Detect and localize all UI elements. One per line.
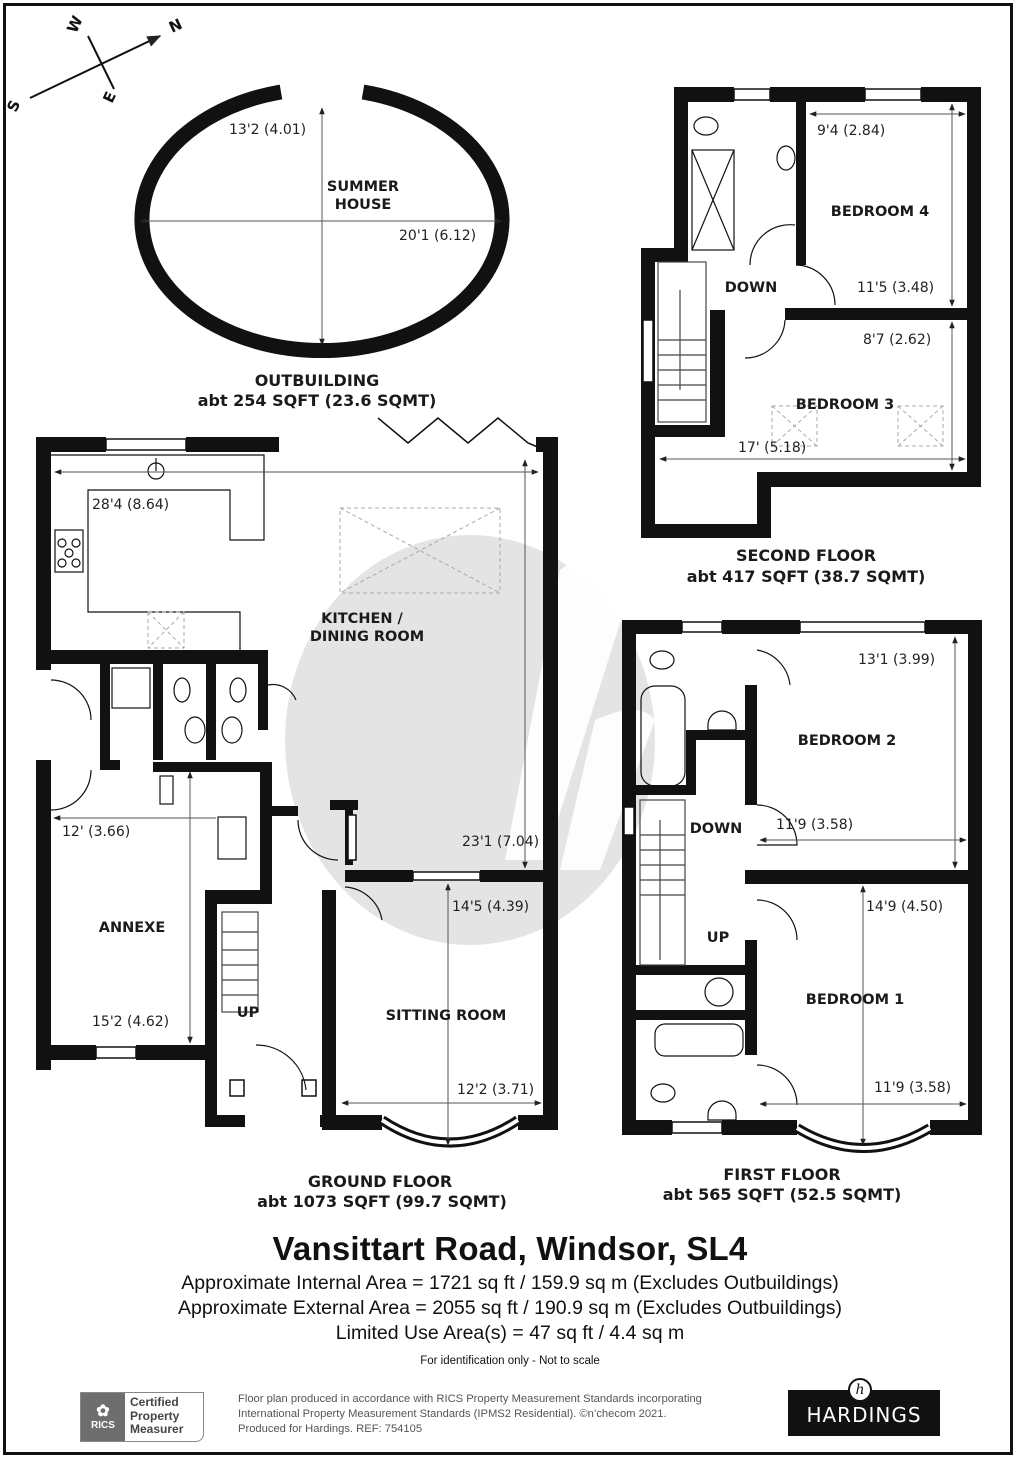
- dim-summer-house-depth: 13'2 (4.01): [229, 122, 306, 138]
- compass-north: N: [166, 15, 185, 37]
- outbuilding-caption-area: abt 254 SQFT (23.6 SQMT): [198, 391, 437, 410]
- kitchen-counters: [51, 454, 265, 650]
- first-floor-fixtures: [639, 649, 798, 1121]
- external-area: Approximate External Area = 2055 sq ft /…: [178, 1297, 842, 1319]
- dim-bedroom3-width: 17' (5.18): [738, 440, 806, 456]
- footer-note-line: Produced for Hardings. REF: 754105: [238, 1423, 423, 1435]
- first-floor-walls: [622, 620, 982, 1135]
- rics-logo-text: RICS: [91, 1419, 115, 1431]
- dim-summer-house-width: 20'1 (6.12): [399, 228, 476, 244]
- room-label-summer-house: SUMMER: [327, 179, 399, 195]
- hardings-h-icon: h: [848, 1378, 872, 1402]
- dim-bedroom1-depth: 14'9 (4.50): [866, 899, 943, 915]
- hot-water-cylinder-icon: [704, 977, 734, 1007]
- dim-bedroom4-width: 9'4 (2.84): [817, 123, 885, 139]
- ground-floor-plan: 28'4 (8.64) 23'1 (7.04) 12' (3.66) 15'2 …: [36, 417, 558, 1211]
- dim-bedroom1-width: 11'9 (3.58): [874, 1080, 951, 1096]
- dim-bedroom2-depth: 13'1 (3.99): [858, 652, 935, 668]
- disclaimer: For identification only - Not to scale: [420, 1355, 600, 1367]
- dim-bedroom2-width: 11'9 (3.58): [776, 817, 853, 833]
- footer-note-line: Floor plan produced in accordance with R…: [238, 1393, 702, 1405]
- rics-logo: ✿ RICS: [81, 1393, 125, 1441]
- rics-badge-line: Certified: [130, 1395, 179, 1409]
- ground-floor-fixtures: [50, 667, 383, 1091]
- second-floor-dim-lines: [659, 103, 966, 471]
- rics-badge-line: Measurer: [130, 1422, 184, 1436]
- second-floor-caption-title: SECOND FLOOR: [736, 546, 876, 565]
- footer-note: Floor plan produced in accordance with R…: [238, 1392, 778, 1437]
- dim-sitting-width: 12'2 (3.71): [457, 1082, 534, 1098]
- room-label-kitchen: KITCHEN /: [321, 611, 403, 627]
- bifold-door-icon: [377, 417, 541, 449]
- ground-floor-walls: [36, 437, 558, 1130]
- ground-floor-windows: [95, 438, 481, 1097]
- room-label-bedroom-4: BEDROOM 4: [831, 204, 929, 220]
- stairs-label-down: DOWN: [725, 280, 778, 296]
- ground-floor-caption-title: GROUND FLOOR: [308, 1172, 452, 1191]
- page-border: [3, 3, 1013, 1455]
- room-label-sitting-room: SITTING ROOM: [386, 1008, 507, 1024]
- dim-bedroom4-depth: 11'5 (3.48): [857, 280, 934, 296]
- dim-annexe-width: 12' (3.66): [62, 824, 130, 840]
- skylights: [147, 507, 501, 649]
- first-floor-caption-title: FIRST FLOOR: [723, 1165, 840, 1184]
- room-label-summer-house-2: HOUSE: [335, 197, 392, 213]
- room-label-dining: DINING ROOM: [310, 629, 424, 645]
- internal-area: Approximate Internal Area = 1721 sq ft /…: [181, 1272, 839, 1294]
- room-label-bedroom-2: BEDROOM 2: [798, 733, 896, 749]
- first-floor-dim-lines: [759, 636, 967, 1146]
- limited-use-area: Limited Use Area(s) = 47 sq ft / 4.4 sq …: [335, 1322, 685, 1344]
- rics-crest-icon: ✿: [96, 1402, 110, 1420]
- compass-east: E: [99, 89, 120, 106]
- summer-house-wall: [134, 84, 510, 359]
- compass-south: S: [3, 97, 24, 114]
- footer-note-line: International Property Measurement Stand…: [238, 1408, 667, 1420]
- brand-name: HARDINGS: [806, 1403, 922, 1427]
- compass-west: W: [63, 13, 86, 36]
- first-floor-caption-area: abt 565 SQFT (52.5 SQMT): [663, 1185, 902, 1204]
- rics-badge-text: Certified Property Measurer: [125, 1393, 203, 1441]
- rics-badge-line: Property: [130, 1408, 180, 1423]
- compass-arrow-icon: [29, 35, 162, 99]
- room-label-annexe: ANNEXE: [99, 920, 165, 936]
- compass: N S E W: [3, 13, 185, 115]
- second-floor-caption-area: abt 417 SQFT (38.7 SQMT): [687, 567, 926, 586]
- ground-floor-dim-lines: [53, 459, 542, 1146]
- rics-badge: ✿ RICS Certified Property Measurer: [80, 1392, 204, 1442]
- dim-annexe-depth: 15'2 (4.62): [92, 1014, 169, 1030]
- outbuilding-plan: 13'2 (4.01) 20'1 (6.12) SUMMER HOUSE OUT…: [134, 84, 510, 410]
- stairs-label-up: UP: [707, 930, 730, 946]
- room-label-bedroom-3: BEDROOM 3: [796, 397, 894, 413]
- dim-sitting-depth: 14'5 (4.39): [452, 899, 529, 915]
- first-floor-plan: 13'1 (3.99) 11'9 (3.58) 14'9 (4.50) 11'9…: [622, 620, 982, 1204]
- outbuilding-caption-title: OUTBUILDING: [255, 371, 380, 390]
- room-label-bedroom-1: BEDROOM 1: [806, 992, 904, 1008]
- second-floor-plan: 9'4 (2.84) 11'5 (3.48) 8'7 (2.62) 17' (5…: [641, 87, 981, 586]
- dim-kitchen-depth: 23'1 (7.04): [462, 834, 539, 850]
- dim-bedroom3-depth: 8'7 (2.62): [863, 332, 931, 348]
- dim-kitchen-width: 28'4 (8.64): [92, 497, 169, 513]
- stairs-label-up: UP: [237, 1005, 260, 1021]
- stairs-label-down: DOWN: [690, 821, 743, 837]
- property-address: Vansittart Road, Windsor, SL4: [272, 1230, 748, 1267]
- ground-floor-caption-area: abt 1073 SQFT (99.7 SQMT): [257, 1192, 507, 1211]
- second-floor-fixtures: [657, 116, 836, 423]
- watermark-logo: [285, 535, 655, 945]
